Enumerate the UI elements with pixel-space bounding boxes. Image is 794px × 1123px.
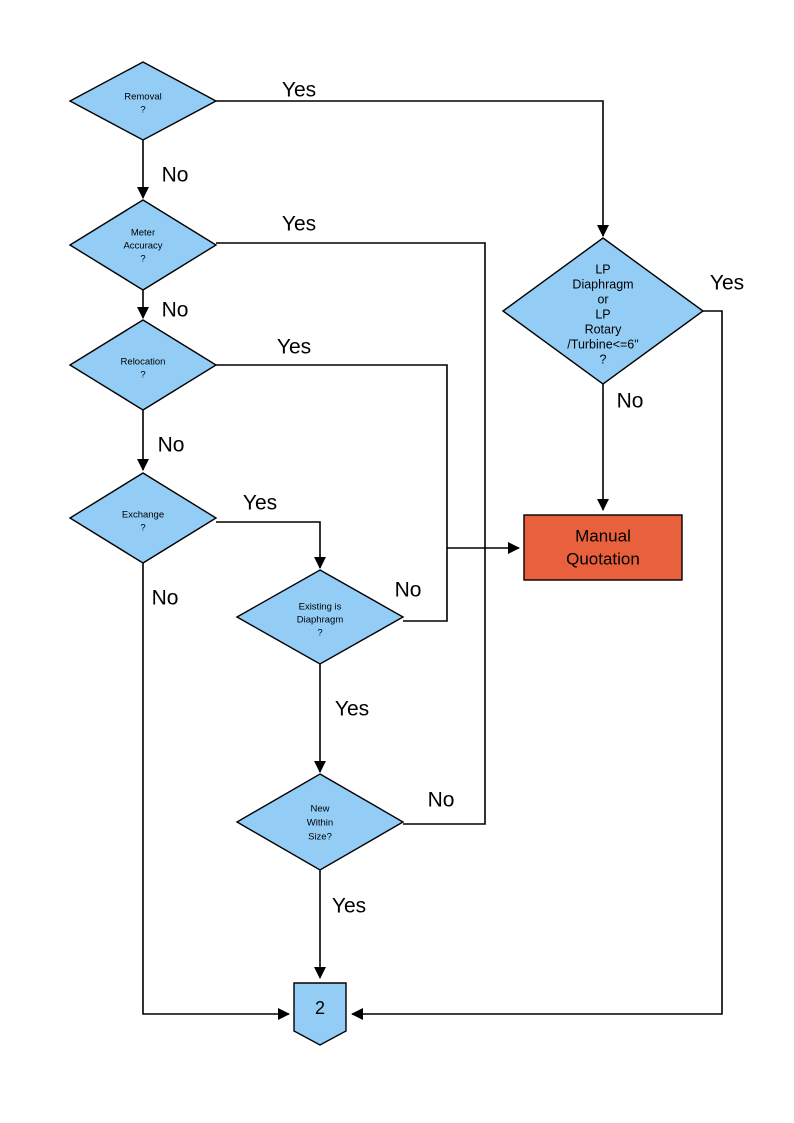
lp-label-line-1: LP (595, 262, 610, 276)
connector-2-label: 2 (315, 998, 325, 1018)
relocation-label-line-1: Relocation (121, 357, 166, 368)
edge-label-exchange-no: No (152, 587, 179, 610)
removal-label-line-2: ? (140, 105, 145, 116)
node-manual-quotation[interactable]: Manual Quotation (523, 514, 683, 581)
meter-accuracy-label-line-2: Accuracy (123, 241, 162, 252)
exchange-label-line-1: Exchange (122, 510, 164, 521)
removal-diamond[interactable] (68, 61, 218, 141)
existing-is-diaphragm-label-line-3: ? (317, 628, 322, 639)
edge-label-new-within-size-no: No (428, 789, 455, 812)
connector-2-shape[interactable] (293, 982, 347, 1046)
new-within-size-label-line-3: Size? (308, 832, 332, 843)
edge-label-removal-yes: Yes (282, 79, 316, 102)
new-within-size-diamond[interactable] (235, 773, 405, 871)
relocation-label-line-2: ? (140, 370, 145, 381)
node-exchange[interactable]: Exchange ? (68, 472, 218, 564)
edge-removal-yes (216, 100, 609, 237)
edge-label-new-within-size-yes: Yes (332, 895, 366, 918)
edge-label-lp-no: No (617, 390, 644, 413)
node-removal[interactable]: Removal ? (68, 61, 218, 141)
manual-quotation-label-line-2: Quotation (566, 549, 640, 568)
edge-lp-yes (351, 310, 723, 1020)
manual-quotation-box[interactable] (523, 514, 683, 581)
meter-accuracy-label-line-3: ? (140, 254, 145, 265)
exchange-diamond[interactable] (68, 472, 218, 564)
meter-accuracy-diamond[interactable] (68, 199, 218, 291)
node-existing-is-diaphragm[interactable]: Existing is Diaphragm ? (235, 569, 405, 665)
edge-label-relocation-no: No (158, 434, 185, 457)
lp-label-line-5: Rotary (585, 322, 623, 336)
edge-label-relocation-yes: Yes (277, 336, 311, 359)
edge-existing-is-diaphragm-no (403, 548, 448, 622)
edge-label-existing-is-diaphragm-yes: Yes (335, 698, 369, 721)
node-new-within-size[interactable]: New Within Size? (235, 773, 405, 871)
lp-label-line-6: /Turbine<=6" (567, 337, 638, 351)
lp-label-line-4: LP (595, 307, 610, 321)
existing-is-diaphragm-label-line-2: Diaphragm (297, 615, 344, 626)
node-meter-accuracy[interactable]: Meter Accuracy ? (68, 199, 218, 291)
edge-label-meter-accuracy-no: No (162, 299, 189, 322)
node-relocation[interactable]: Relocation ? (68, 319, 218, 411)
edge-new-within-size-no (403, 548, 486, 825)
node-connector-2[interactable]: 2 (293, 982, 347, 1046)
lp-label-line-7: ? (600, 352, 607, 366)
removal-label-line-1: Removal (124, 92, 162, 103)
lp-label-line-3: or (597, 292, 608, 306)
existing-is-diaphragm-diamond[interactable] (235, 569, 405, 665)
manual-quotation-label-line-1: Manual (575, 526, 631, 545)
edge-exchange-yes (216, 521, 326, 569)
new-within-size-label-line-2: Within (307, 818, 333, 829)
node-lp-diaphragm-or-lp-rotary-turbine[interactable]: LP Diaphragm or LP Rotary /Turbine<=6" ? (501, 237, 705, 385)
exchange-label-line-2: ? (140, 523, 145, 534)
edge-label-exchange-yes: Yes (243, 492, 277, 515)
edge-label-removal-no: No (162, 164, 189, 187)
relocation-diamond[interactable] (68, 319, 218, 411)
lp-diaphragm-diamond[interactable] (501, 237, 705, 385)
edge-meter-accuracy-yes (216, 242, 520, 554)
new-within-size-label-line-1: New (310, 804, 329, 815)
edge-label-lp-yes: Yes (710, 272, 744, 295)
meter-accuracy-label-line-1: Meter (131, 228, 155, 239)
lp-label-line-2: Diaphragm (572, 277, 633, 291)
edge-relocation-yes (216, 364, 485, 549)
edge-label-meter-accuracy-yes: Yes (282, 213, 316, 236)
existing-is-diaphragm-label-line-1: Existing is (299, 602, 342, 613)
edge-label-existing-is-diaphragm-no: No (395, 579, 422, 602)
edge-exchange-no (142, 563, 290, 1020)
